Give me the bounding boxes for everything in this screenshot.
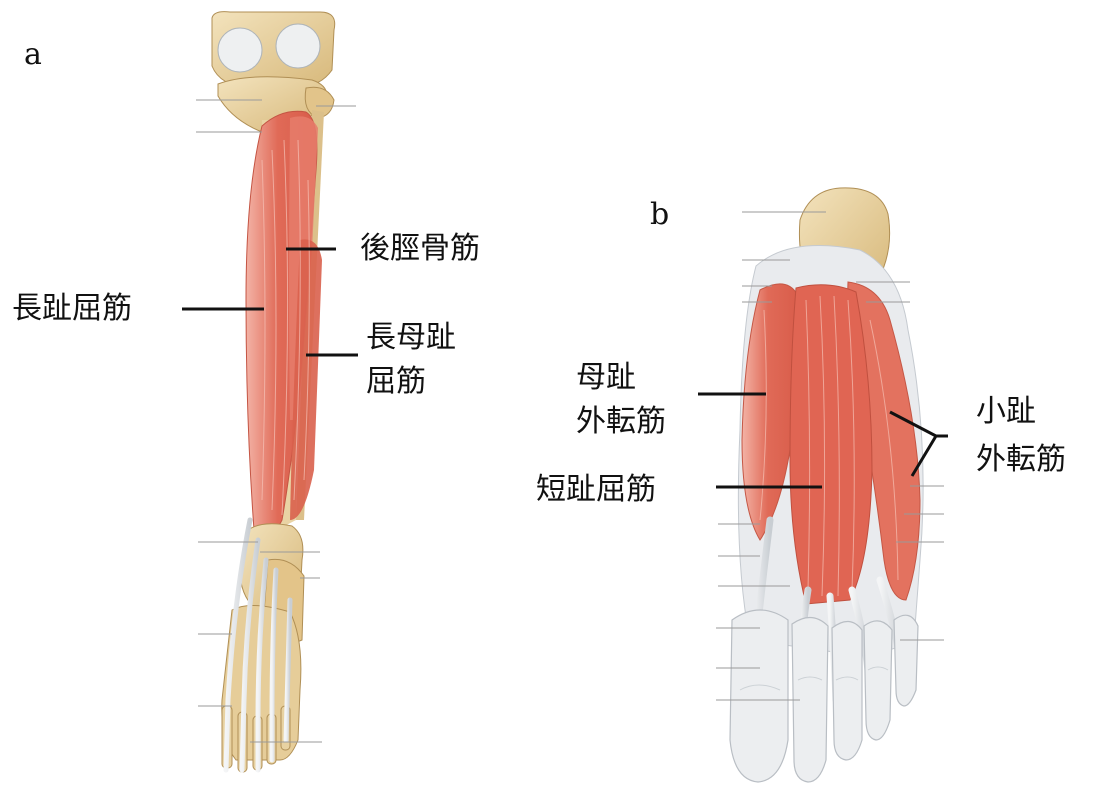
label-flexor-hallucis-longus-line1: 長母趾 — [366, 318, 456, 358]
foot-illustration — [698, 188, 948, 782]
toes — [730, 610, 918, 782]
label-tibialis-posterior: 後脛骨筋 — [360, 229, 480, 269]
label-abductor-hallucis-line1: 母趾 — [576, 358, 636, 398]
label-abductor-hallucis-line2: 外転筋 — [576, 402, 666, 442]
label-flexor-hallucis-longus-line2: 屈筋 — [366, 362, 426, 402]
leg-illustration — [182, 12, 358, 772]
label-abductor-digiti-minimi-line2: 外転筋 — [976, 440, 1066, 480]
label-abductor-digiti-minimi-line1: 小趾 — [976, 392, 1036, 432]
label-flexor-digitorum-longus: 長趾屈筋 — [12, 289, 132, 329]
label-flexor-digitorum-brevis: 短趾屈筋 — [536, 470, 656, 510]
panel-letter-a: a — [24, 40, 42, 70]
panel-letter-b: b — [650, 200, 669, 230]
